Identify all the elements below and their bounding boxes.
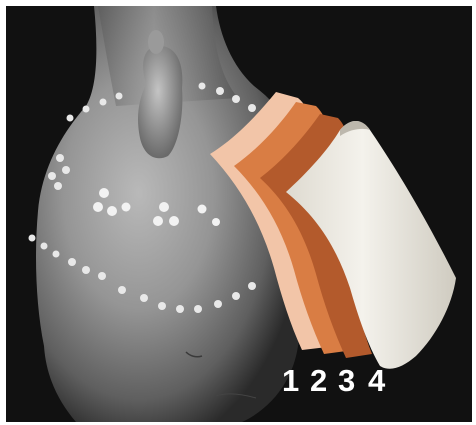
bottle-gourd-with-layers-illustration (6, 6, 472, 422)
layer-label-2: 2 (310, 364, 327, 398)
beak-bump (138, 46, 182, 158)
layer-label-3: 3 (338, 364, 355, 398)
layer-label-4: 4 (368, 364, 385, 398)
tip-knob (148, 30, 164, 54)
figure-photo (6, 6, 472, 422)
layer-number-labels: 1 2 3 4 (282, 364, 422, 404)
layer-label-1: 1 (282, 364, 299, 398)
